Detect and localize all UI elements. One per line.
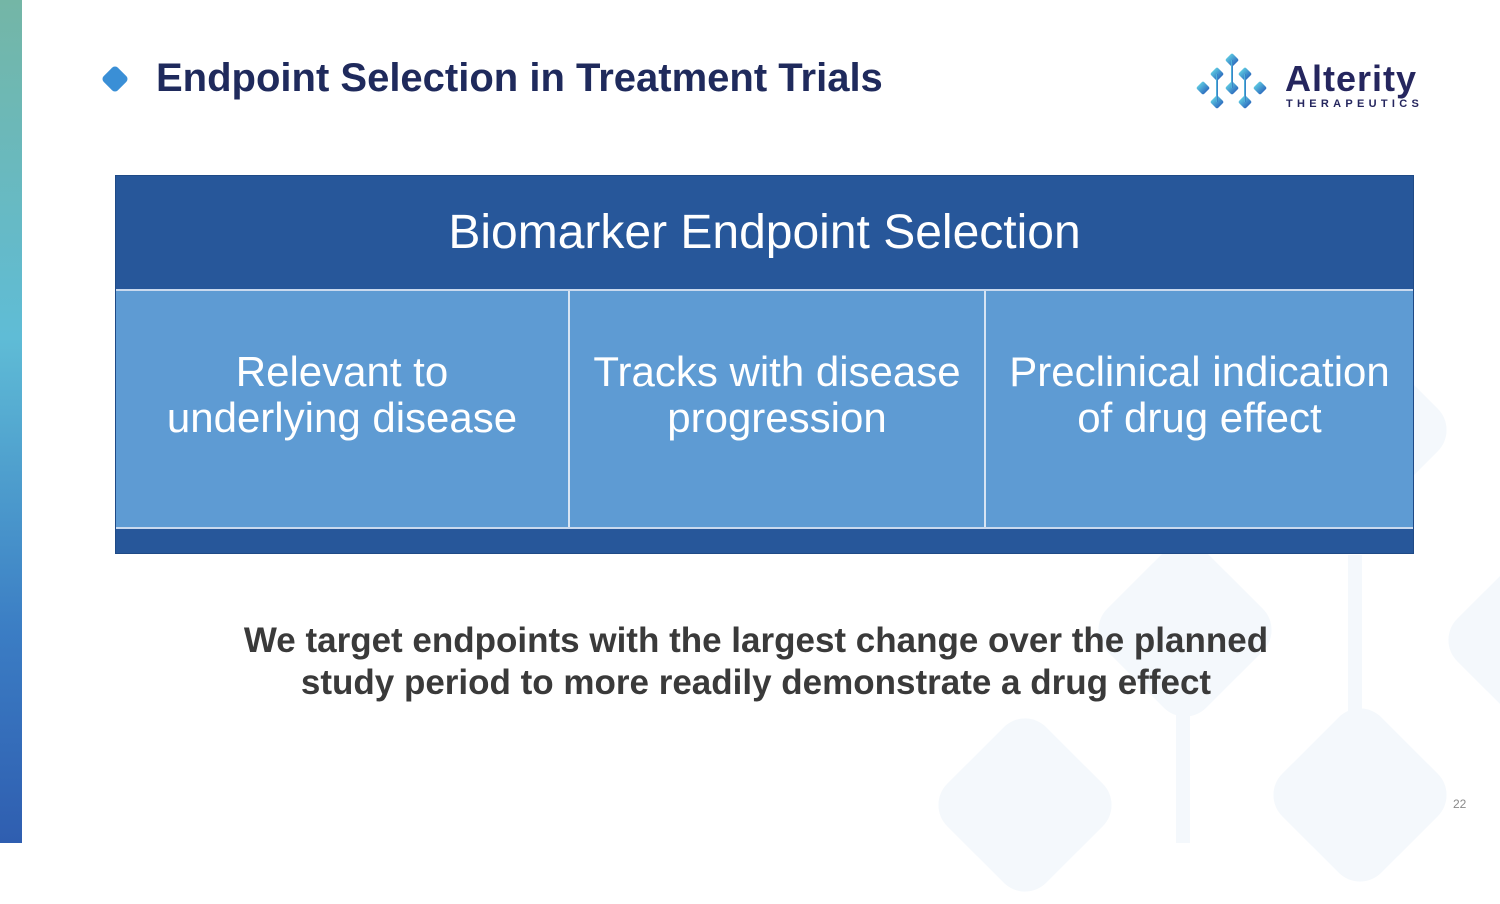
- biomarker-endpoint-table: Biomarker Endpoint Selection Relevant to…: [115, 175, 1414, 554]
- cell-line: Tracks with disease: [593, 348, 961, 395]
- tagline-line: We target endpoints with the largest cha…: [243, 621, 1269, 660]
- background-diamond: [1261, 696, 1459, 894]
- tagline-line: study period to more readily demonstrate…: [300, 663, 1212, 702]
- tagline: We target endpoints with the largest cha…: [150, 620, 1362, 704]
- background-diamond: [926, 706, 1124, 904]
- alterity-logo-icon: [1196, 53, 1267, 109]
- logo-wordmark: Alterity: [1285, 58, 1418, 99]
- slide-title: Endpoint Selection in Treatment Trials: [156, 56, 883, 100]
- background-stem: [1176, 700, 1190, 843]
- cell-line: progression: [667, 394, 887, 441]
- page-number: 22: [1453, 797, 1467, 811]
- cell-line: Relevant to: [235, 348, 449, 395]
- cell-line: of drug effect: [1077, 394, 1322, 441]
- table-header: Biomarker Endpoint Selection: [116, 176, 1413, 291]
- background-diamond: [1436, 541, 1500, 739]
- cell-line: Preclinical indication: [1009, 348, 1390, 395]
- background-stem: [1348, 555, 1362, 725]
- accent-sidebar: [0, 0, 22, 843]
- logo-subtitle: THERAPEUTICS: [1286, 98, 1424, 110]
- title-bullet-icon: [100, 64, 130, 94]
- cell-line: underlying disease: [166, 394, 518, 441]
